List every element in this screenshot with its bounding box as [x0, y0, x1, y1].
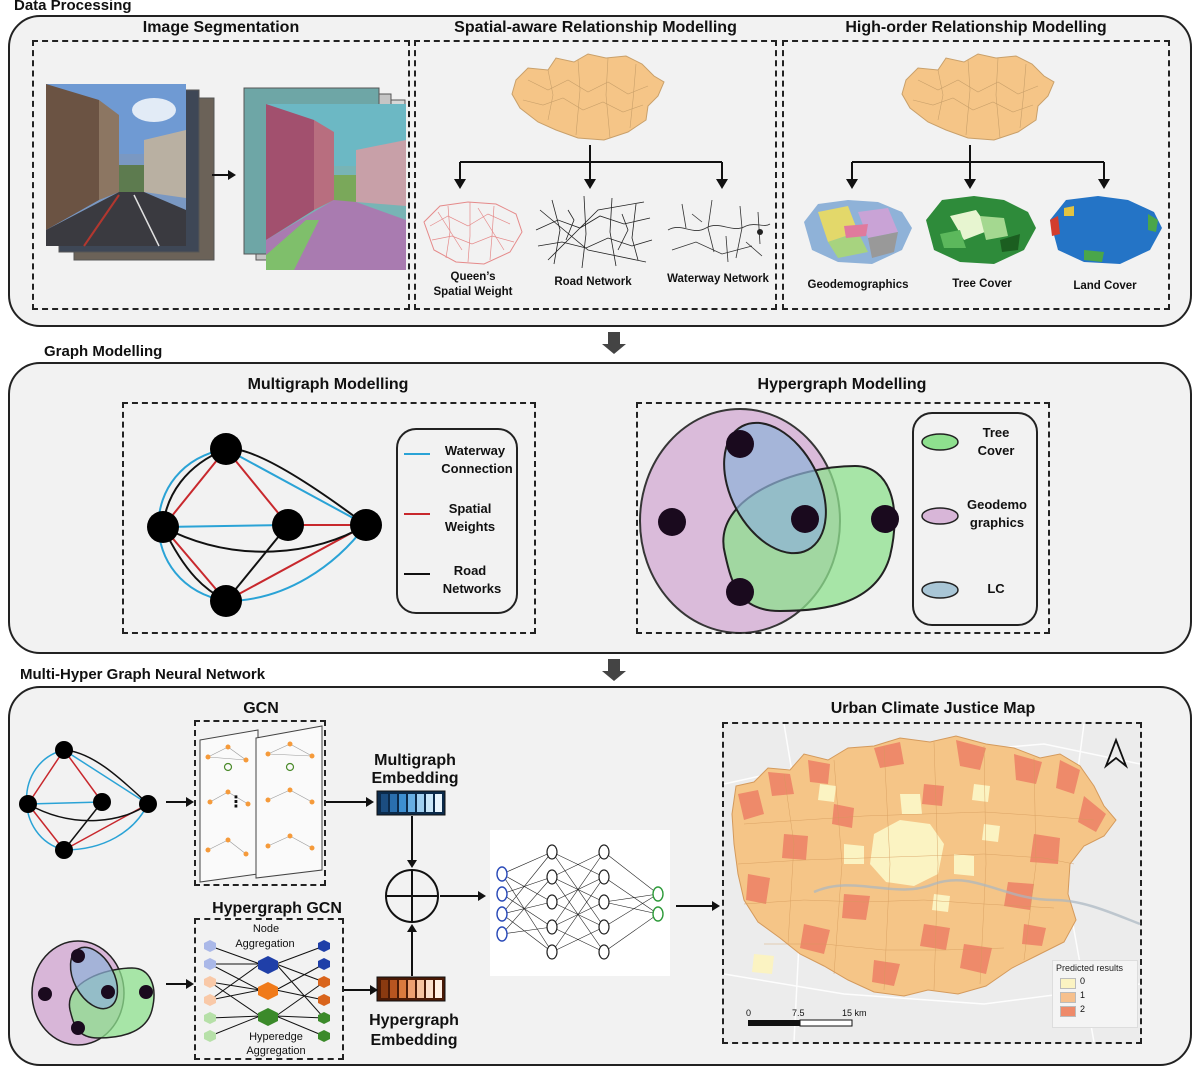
- map-title: Urban Climate Justice Map: [830, 700, 1036, 717]
- small-multigraph: [19, 741, 157, 859]
- map-legend-swatch-1: [1060, 992, 1076, 1003]
- gcn-ellipsis: ⋮: [228, 794, 244, 811]
- spatial-relationship-title: Spatial-aware Relationship Modelling: [454, 19, 737, 36]
- london-map-spatial: [511, 53, 665, 141]
- hypergraph-embedding-label-2: Embedding: [370, 1032, 458, 1049]
- land-cover-map: [1050, 196, 1162, 264]
- legend-waterway-line2: Connection: [441, 461, 513, 476]
- multigraph-legend: [396, 428, 518, 614]
- hypergraph-embedding-label-1: Hypergraph: [369, 1012, 459, 1029]
- gcn-box: [194, 720, 326, 886]
- land-cover-caption: Land Cover: [1073, 280, 1137, 292]
- multigraph-title: Multigraph Modelling: [247, 376, 409, 393]
- arrow-hypergcn-to-embedding: [344, 985, 378, 995]
- map-legend-title: Predicted results: [1056, 963, 1124, 973]
- highorder-relationship-box: [782, 40, 1170, 310]
- highorder-branch-arrows: [846, 145, 1110, 189]
- geodemographics-caption: Geodemographics: [807, 279, 909, 291]
- legend-waterway-line1: Waterway: [444, 443, 506, 458]
- node-aggregation-label-2: Aggregation: [235, 938, 295, 950]
- multigraph-embedding-label-2: Embedding: [371, 770, 459, 787]
- sum-operator-icon: [385, 869, 439, 923]
- hypergraph-embedding-vector: [376, 976, 446, 1002]
- urban-climate-map: [723, 723, 1141, 1043]
- hypergraph-legend: [912, 412, 1038, 626]
- scale-label-mid: 7.5: [792, 1008, 805, 1018]
- legend-lc: LC: [987, 581, 1005, 596]
- highorder-relationship-title: High-order Relationship Modelling: [845, 19, 1107, 36]
- spatial-relationship-box: [414, 40, 777, 310]
- multigraph-embedding-label-1: Multigraph: [374, 752, 456, 769]
- hypergraph-legend-swatches: [921, 433, 959, 599]
- section-title-mhgnn: Multi-Hyper Graph Neural Network: [20, 666, 266, 683]
- london-map-highorder: [901, 53, 1055, 141]
- map-legend-label-2: 2: [1080, 1004, 1086, 1014]
- multigraph-box: [122, 402, 536, 634]
- arrow-gcn-to-embedding: [326, 797, 374, 807]
- multigraph-diagram: [147, 433, 382, 617]
- legend-tree-line2: Cover: [977, 443, 1015, 458]
- map-legend-swatch-0: [1060, 978, 1076, 989]
- graph-modelling-panel: [8, 362, 1192, 654]
- road-network-caption: Road Network: [554, 276, 632, 288]
- spatial-branch-arrows: [454, 145, 728, 189]
- neural-network-diagram: [496, 844, 664, 960]
- street-view-images: [46, 84, 406, 270]
- north-arrow-icon: [1103, 737, 1129, 769]
- segmented-photo: [266, 104, 406, 270]
- arrow-to-gcn: [166, 797, 194, 807]
- down-arrow-2: [602, 659, 626, 681]
- map-legend-label-0: 0: [1080, 976, 1086, 986]
- legend-spatial-line1: Spatial: [448, 501, 492, 516]
- arrow-sum-to-nn: [440, 891, 486, 901]
- small-hypergraph: [31, 940, 155, 1046]
- down-arrow-1: [602, 332, 626, 354]
- scale-label-end: 15 km: [842, 1008, 867, 1018]
- legend-road-line1: Road: [453, 563, 487, 578]
- queens-caption-line2: Spatial Weight: [433, 286, 513, 298]
- scale-label-0: 0: [746, 1008, 752, 1018]
- legend-tree-line1: Tree: [982, 425, 1010, 440]
- queens-caption-line1: Queen’s: [450, 271, 496, 283]
- tree-cover-map: [926, 196, 1036, 264]
- legend-road-line2: Networks: [442, 581, 502, 596]
- arrow-to-hypergraph-gcn: [166, 979, 194, 989]
- hypergraph-gcn-diagram: [204, 940, 330, 1042]
- waterway-network-graph: [667, 199, 771, 263]
- hyperedge-aggregation-label-1: Hyperedge: [249, 1031, 303, 1043]
- hypergraph-diagram: [639, 408, 899, 634]
- legend-geodemo-line2: graphics: [969, 515, 1025, 530]
- waterway-network-caption: Waterway Network: [667, 273, 769, 285]
- queens-spatial-weight-graph: [423, 201, 523, 265]
- tree-cover-caption: Tree Cover: [952, 278, 1012, 290]
- legend-geodemo-line1: Geodemo: [967, 497, 1027, 512]
- hypergraph-title: Hypergraph Modelling: [757, 376, 927, 393]
- hypergraph-gcn-title: Hypergraph GCN: [212, 900, 342, 917]
- scale-bar: [748, 1019, 853, 1027]
- hyperedge-aggregation-label-2: Aggregation: [246, 1045, 306, 1057]
- geodemographics-map: [804, 200, 912, 264]
- arrow-nn-to-map: [676, 901, 720, 911]
- neural-network-panel: [490, 830, 670, 976]
- map-legend-label-1: 1: [1080, 990, 1086, 1000]
- multigraph-embedding-vector: [376, 790, 446, 816]
- gcn-layers: [199, 725, 323, 883]
- multigraph-legend-lines: [404, 453, 430, 575]
- section-title-data-processing: Data Processing: [14, 0, 132, 14]
- hypergraph-gcn-box: [194, 918, 344, 1060]
- legend-spatial-line2: Weights: [444, 519, 496, 534]
- hypergraph-box: [636, 402, 1050, 634]
- map-legend-swatch-2: [1060, 1006, 1076, 1017]
- image-segmentation-box: [32, 40, 410, 310]
- node-aggregation-label-1: Node: [252, 923, 280, 935]
- image-segmentation-title: Image Segmentation: [142, 19, 300, 36]
- gcn-title: GCN: [243, 700, 279, 717]
- street-photo: [46, 84, 186, 247]
- arrow-hyper-to-sum: [407, 924, 417, 976]
- arrow-multi-to-sum: [407, 816, 417, 868]
- section-title-graph-modelling: Graph Modelling: [44, 343, 163, 360]
- road-network-graph: [535, 195, 653, 269]
